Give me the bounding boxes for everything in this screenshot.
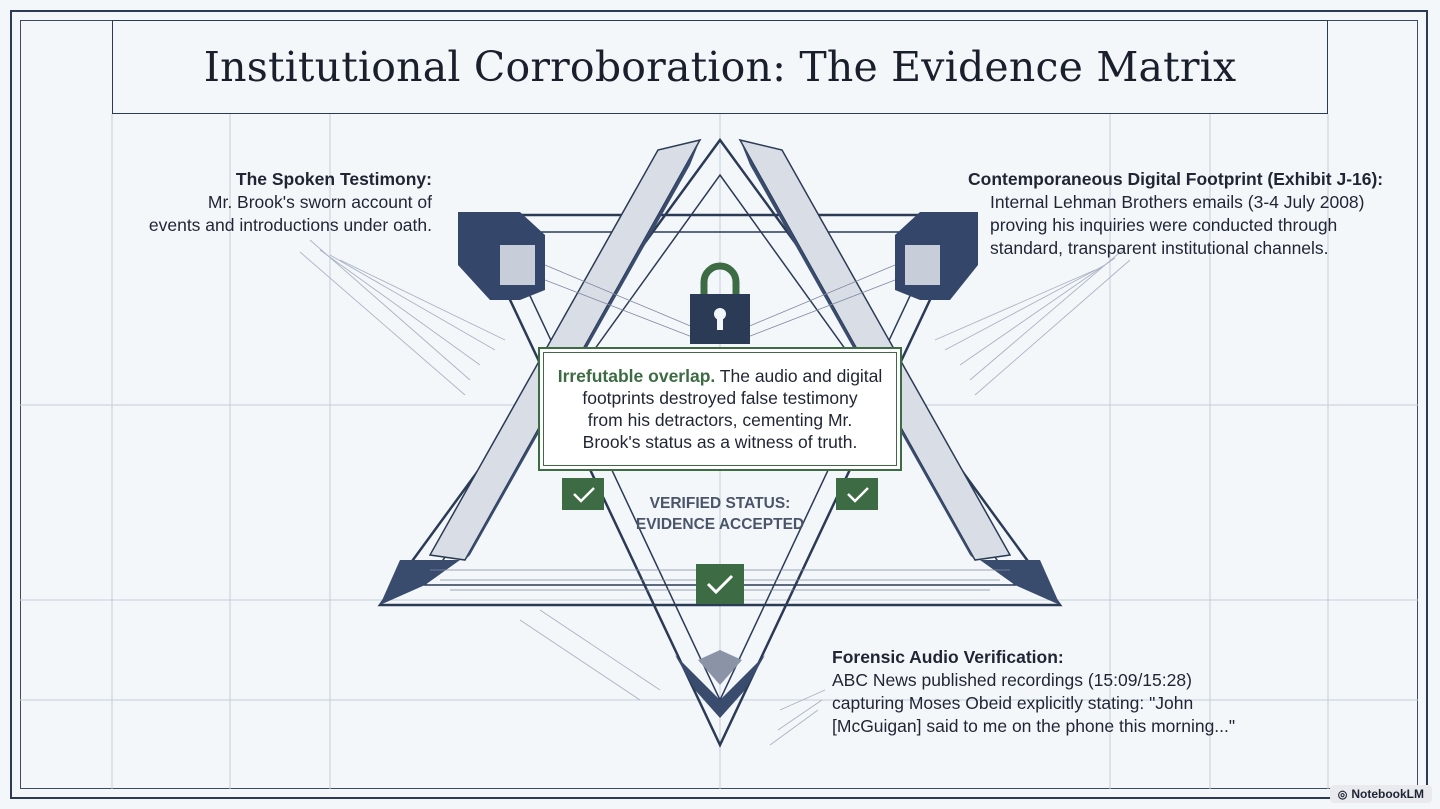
outer-frame [10,10,1428,799]
lock-icon [690,262,750,344]
callout-digital-footprint: Contemporaneous Digital Footprint (Exhib… [968,168,1383,260]
callout-heading: The Spoken Testimony: [235,169,432,189]
status-line: VERIFIED STATUS: [649,495,791,512]
callout-heading: Forensic Audio Verification: [832,647,1064,667]
status-line: EVIDENCE ACCEPTED [635,516,805,533]
callout-text: [McGuigan] said to me on the phone this … [832,716,1236,736]
callout-spoken-testimony: The Spoken Testimony: Mr. Brook's sworn … [149,168,432,237]
callout-text: Internal Lehman Brothers emails (3-4 Jul… [990,192,1365,212]
verdict-first-line: Irrefutable overlap. The audio and digit… [558,365,883,387]
callout-text: Mr. Brook's sworn account of [207,192,432,212]
left-bracket [458,212,545,300]
brand-label: NotebookLM [1351,787,1424,801]
callout-text: ABC News published recordings (15:09/15:… [832,670,1192,690]
title-box: Institutional Corroboration: The Evidenc… [112,20,1328,114]
verified-status-label: VERIFIED STATUS: EVIDENCE ACCEPTED [600,493,840,535]
checkmark-icon [562,478,604,510]
notebooklm-badge: ◎ NotebookLM [1329,785,1432,803]
verdict-text: footprints destroyed false testimony [582,388,858,408]
callout-text: capturing Moses Obeid explicitly stating… [832,693,1194,713]
checkmark-icon [836,478,878,510]
callout-text: standard, transparent institutional chan… [990,238,1329,258]
callout-text: proving his inquiries were conducted thr… [990,215,1338,235]
callout-forensic-audio: Forensic Audio Verification: ABC News pu… [832,646,1235,738]
verdict-text: from his detractors, cementing Mr. [587,410,853,430]
verdict-text: Brook's status as a witness of truth. [582,432,858,452]
center-verdict-box: Irrefutable overlap. The audio and digit… [538,347,902,471]
checkmark-icon [696,564,744,604]
right-bracket [895,212,978,300]
callout-heading: Contemporaneous Digital Footprint (Exhib… [968,169,1384,189]
notebooklm-icon: ◎ [1337,788,1348,801]
callout-text: events and introductions under oath. [148,215,432,235]
verdict-highlight: Irrefutable overlap. [557,366,716,386]
verdict-text: The audio and digital [715,366,883,386]
page-title: Institutional Corroboration: The Evidenc… [203,43,1237,91]
